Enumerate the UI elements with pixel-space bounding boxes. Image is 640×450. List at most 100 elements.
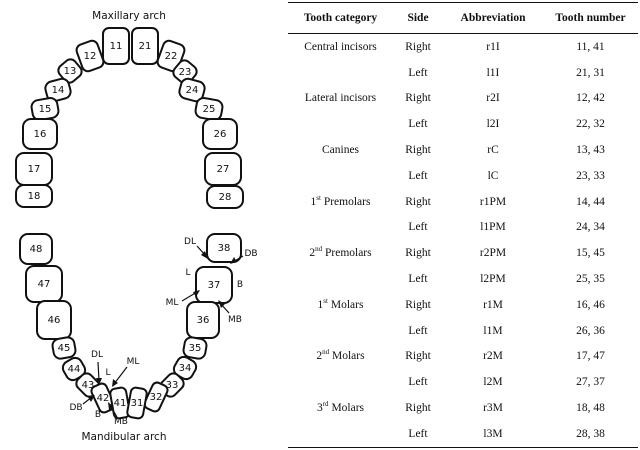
cell-abbreviation: r2M [443,344,543,370]
tooth-number: 11 [110,41,123,52]
cell-tooth-number: 23, 33 [543,163,638,189]
cell-side: Left [393,215,443,241]
cell-side: Left [393,60,443,86]
tooth-number: 34 [179,363,192,374]
category-name: Molars [328,299,363,311]
cell-tooth-number: 24, 34 [543,215,638,241]
cell-tooth-number: 12, 42 [543,86,638,112]
table-row: Leftl2PM25, 35 [288,266,638,292]
cell-abbreviation: r3M [443,395,543,421]
tooth: 48 [20,234,52,264]
cell-abbreviation: r2I [443,86,543,112]
mandibular-arch-title: Mandibular arch [81,431,166,443]
label-42-ml: ML [127,357,140,367]
cell-tooth-category [288,163,393,189]
cell-abbreviation: l1PM [443,215,543,241]
table-header-row: Tooth category Side Abbreviation Tooth n… [288,3,638,34]
tooth-number: 38 [218,243,231,254]
category-name: Premolars [322,247,372,259]
tooth: 18 [16,185,52,207]
label-42-db: DB [69,403,82,413]
maxillary-arch-title: Maxillary arch [92,10,166,22]
cell-tooth-category [288,266,393,292]
tooth-number: 22 [165,51,178,62]
tooth-number: 31 [131,398,144,409]
tooth: 36 [187,302,219,338]
tooth-number: 37 [208,280,221,291]
tooth-number: 24 [186,85,199,96]
cell-tooth-category [288,60,393,86]
cell-tooth-category: Central incisors [288,34,393,60]
cell-tooth-number: 16, 46 [543,292,638,318]
header-tooth-category: Tooth category [288,3,393,34]
tooth-number: 46 [48,315,61,326]
cell-tooth-number: 13, 43 [543,137,638,163]
cell-abbreviation: rC [443,137,543,163]
cell-abbreviation: l2I [443,111,543,137]
cell-tooth-number: 17, 47 [543,344,638,370]
cell-tooth-number: 18, 48 [543,395,638,421]
cell-tooth-number: 22, 32 [543,111,638,137]
cell-tooth-category: Lateral incisors [288,86,393,112]
tooth-number: 25 [203,104,216,115]
category-name: Molars [329,402,364,414]
tooth-number: 17 [28,164,41,175]
cell-tooth-number: 21, 31 [543,60,638,86]
tooth: 26 [203,119,237,149]
cell-side: Left [393,111,443,137]
tooth-number: 36 [197,315,210,326]
cell-tooth-category [288,369,393,395]
tooth: 16 [23,119,57,149]
tooth-number: 42 [97,393,110,404]
label-42-mb: MB [114,417,128,427]
tooth-number: 47 [38,279,51,290]
cell-side: Left [393,369,443,395]
label-42-l: L [105,368,110,378]
cell-tooth-category: Canines [288,137,393,163]
cell-tooth-number: 25, 35 [543,266,638,292]
cell-tooth-category: 3rd Molars [288,395,393,421]
cell-tooth-number: 26, 36 [543,318,638,344]
cell-tooth-category [288,111,393,137]
tooth-number: 41 [114,398,127,409]
label-37-db: DB [244,249,257,259]
cell-abbreviation: l1M [443,318,543,344]
tooth: 47 [26,266,62,302]
cell-tooth-category [288,421,393,447]
cell-side: Right [393,344,443,370]
tooth: 28 [207,186,243,208]
tooth: 17 [16,153,52,185]
tooth-number: 15 [39,104,52,115]
table-row: Leftl2M27, 37 [288,369,638,395]
tooth-number: 28 [219,192,232,203]
label-37-mb: MB [228,315,242,325]
tooth-number: 14 [52,85,65,96]
header-side: Side [393,3,443,34]
table-row: 1st MolarsRightr1M16, 46 [288,292,638,318]
cell-tooth-number: 27, 37 [543,369,638,395]
tooth-number: 35 [189,343,202,354]
cell-side: Left [393,421,443,447]
cell-tooth-category: 2nd Molars [288,344,393,370]
tooth-number: 44 [68,364,81,375]
cell-abbreviation: l1I [443,60,543,86]
tooth: 37 [196,267,232,303]
table-row: 2nd PremolarsRightr2PM15, 45 [288,240,638,266]
label-37-b: B [237,280,243,290]
cell-tooth-category [288,318,393,344]
tooth: 46 [37,301,71,339]
cell-tooth-category [288,215,393,241]
cell-side: Right [393,292,443,318]
